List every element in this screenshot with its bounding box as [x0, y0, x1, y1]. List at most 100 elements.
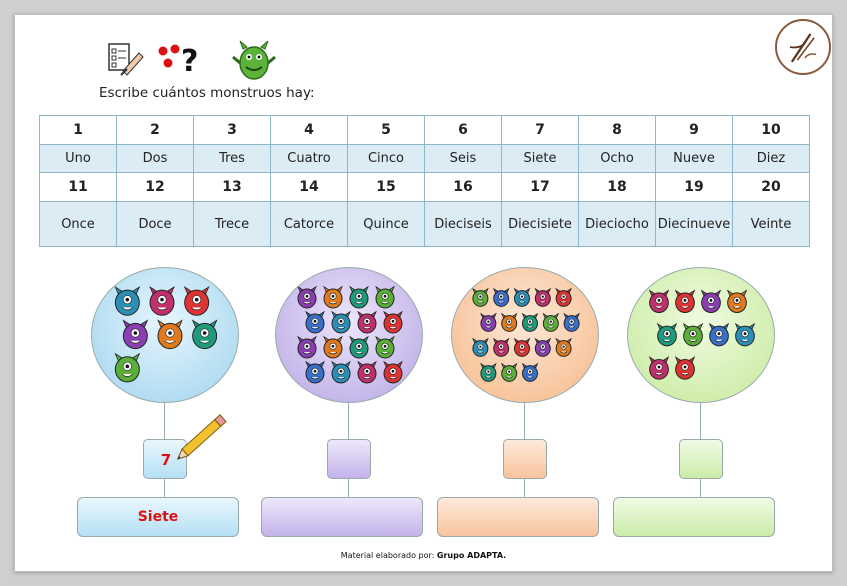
word-answer-box[interactable] [613, 497, 775, 537]
word-answer-box[interactable]: Siete [77, 497, 239, 537]
monster-group-2 [261, 267, 441, 537]
table-cell: Ocho [578, 144, 656, 173]
monster-icon [726, 289, 748, 313]
monster-icon [708, 322, 730, 347]
table-cell: Diecisiete [501, 201, 579, 247]
table-cell: Cinco [347, 144, 425, 173]
table-cell: Once [39, 201, 117, 247]
monster-icon [700, 289, 722, 313]
number-answer-text: 7 [160, 451, 172, 469]
monster-icon [323, 335, 343, 359]
monster-icon [656, 322, 678, 347]
table-cell: Veinte [732, 201, 810, 247]
monster-icon [357, 310, 377, 334]
number-answer-box[interactable] [503, 439, 547, 479]
monster-icon [122, 319, 149, 350]
monster-icon [349, 285, 369, 309]
monster-icon [563, 312, 580, 332]
table-cell: 18 [578, 172, 656, 202]
connector-line [164, 403, 165, 439]
monster-icon [648, 289, 670, 313]
table-cell: Diez [732, 144, 810, 173]
monster-icon [521, 312, 539, 332]
table-cell: 3 [193, 115, 271, 145]
table-cell: 17 [501, 172, 579, 202]
word-answer-box[interactable] [437, 497, 599, 537]
monster-icon [323, 285, 343, 309]
table-cell: Dos [116, 144, 194, 173]
monster-icon [375, 335, 395, 359]
monster-icon [183, 286, 210, 316]
monster-icon [542, 312, 560, 332]
monster-icon [331, 360, 351, 384]
monster-icon [734, 322, 756, 347]
number-answer-box[interactable] [679, 439, 723, 479]
table-cell: Catorce [270, 201, 348, 247]
monster-icon [555, 337, 572, 357]
connector-line [524, 403, 525, 439]
monster-icon [534, 287, 552, 307]
table-cell: 8 [578, 115, 656, 145]
monster-circle [627, 267, 775, 403]
monster-icon [349, 335, 369, 359]
number-answer-text [328, 440, 372, 480]
number-answer-box[interactable] [327, 439, 371, 479]
monster-icon [500, 312, 518, 332]
table-cell: 4 [270, 115, 348, 145]
monster-icon [521, 362, 539, 382]
monster-icon [480, 312, 497, 332]
number-answer-text [504, 440, 548, 480]
count-dots-question-icon: ? [158, 44, 198, 77]
monster-icon [191, 319, 218, 350]
monster-icon [305, 360, 325, 384]
monster-icon [682, 322, 704, 347]
footer-credit: Material elaborado por: Grupo ADAPTA. [15, 551, 832, 560]
monster-icon [555, 287, 572, 307]
monster-icon [674, 289, 696, 313]
monster-icon [331, 310, 351, 334]
pencil-icon [176, 414, 227, 460]
monster-group-4 [613, 267, 793, 537]
monster-circle [275, 267, 423, 403]
monster-circle [451, 267, 599, 403]
number-answer-box[interactable]: 7 [143, 439, 187, 479]
green-monster-icon [232, 40, 276, 80]
monster-icon [480, 362, 497, 382]
instruction-text: Escribe cuántos monstruos hay: [99, 85, 315, 101]
connector-line [700, 403, 701, 439]
table-cell: Siete [501, 144, 579, 173]
table-cell: Diecinueve [655, 201, 733, 247]
monster-icon [114, 286, 141, 316]
word-answer-text: Siete [137, 509, 179, 525]
table-cell: Doce [116, 201, 194, 247]
monster-icon [513, 337, 531, 357]
table-cell: Nueve [655, 144, 733, 173]
word-answer-box[interactable] [261, 497, 423, 537]
connector-line [348, 479, 349, 497]
monster-circle [91, 267, 239, 403]
monster-icon [674, 356, 696, 380]
monster-icon [472, 287, 489, 307]
table-cell: 12 [116, 172, 194, 202]
table-cell: Dieciocho [578, 201, 656, 247]
table-cell: 14 [270, 172, 348, 202]
table-cell: 16 [424, 172, 502, 202]
monster-icon [492, 337, 510, 357]
table-cell: Quince [347, 201, 425, 247]
table-cell: 2 [116, 115, 194, 145]
monster-icon [305, 310, 325, 334]
table-cell: 5 [347, 115, 425, 145]
monster-icon [383, 310, 403, 334]
monster-icon [383, 360, 403, 384]
table-cell: 9 [655, 115, 733, 145]
table-cell: Trece [193, 201, 271, 247]
table-cell: 20 [732, 172, 810, 202]
monster-icon [534, 337, 552, 357]
monster-icon [157, 319, 183, 350]
table-cell: 10 [732, 115, 810, 145]
